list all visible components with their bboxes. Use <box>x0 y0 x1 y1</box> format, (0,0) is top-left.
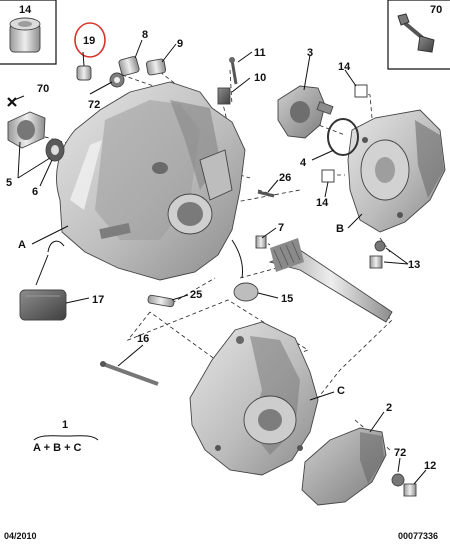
sensor-part-10 <box>217 87 231 105</box>
rod-part-16 <box>100 361 159 386</box>
callout-labels: 14 70 19 8 9 11 3 14 10 70 72 5 6 4 26 1… <box>6 4 442 472</box>
bolt-part-12 <box>403 483 417 497</box>
callout-7: 7 <box>278 222 284 234</box>
callout-16: 16 <box>137 333 149 345</box>
callout-9: 9 <box>177 38 183 50</box>
footer-date: 04/2010 <box>4 531 37 541</box>
bolt-part-13 <box>369 240 386 269</box>
callout-14-low: 14 <box>316 197 329 209</box>
bolt-part-icon <box>397 13 435 53</box>
end-cover-part-2 <box>301 427 387 506</box>
output-shaft-part <box>268 238 393 323</box>
pin-part-11 <box>229 57 238 85</box>
callout-5: 5 <box>6 177 12 189</box>
leader-lines <box>13 39 427 485</box>
callout-A: A <box>18 239 26 251</box>
actuator-part-3 <box>277 85 334 139</box>
plug-part-15 <box>233 282 259 302</box>
gearbox-casing-C <box>189 321 319 476</box>
callout-14-inset: 14 <box>19 4 32 16</box>
seal-part-72-bottom <box>391 473 405 487</box>
highlight-circle <box>74 22 106 58</box>
o-ring-part-4 <box>327 118 359 156</box>
callout-10: 10 <box>254 72 266 84</box>
callout-13: 13 <box>408 259 420 271</box>
plug-part-14-low <box>321 169 335 183</box>
callout-14-top: 14 <box>338 61 351 73</box>
bolt-part-7 <box>255 235 267 249</box>
legend-number: 1 <box>62 419 68 431</box>
plug-part-14-mid <box>354 84 368 98</box>
clutch-housing-A <box>56 81 246 281</box>
callout-70: 70 <box>37 83 49 95</box>
callout-3: 3 <box>307 47 313 59</box>
cable-arc <box>47 240 65 253</box>
callout-17: 17 <box>92 294 104 306</box>
callout-4: 4 <box>300 157 307 169</box>
callout-8: 8 <box>142 29 148 41</box>
legend-formula: A + B + C <box>33 442 82 454</box>
plug-part-19 <box>76 65 92 81</box>
inset-box-left <box>0 0 57 65</box>
seal-part-72-top <box>109 72 125 88</box>
pin-part-25 <box>147 294 175 308</box>
bolt-part-26 <box>257 190 275 198</box>
callout-72-top: 72 <box>88 99 100 111</box>
callout-26: 26 <box>279 172 291 184</box>
inset-box-right <box>387 0 450 70</box>
callout-72-bottom: 72 <box>394 447 406 459</box>
callout-11: 11 <box>254 47 266 59</box>
callout-B: B <box>336 223 344 235</box>
assembly-legend: 1 A + B + C <box>33 419 99 454</box>
callout-C: C <box>337 385 345 397</box>
bushing-part-8 <box>118 56 140 76</box>
callout-6: 6 <box>32 186 38 198</box>
footer-reference: 00077336 <box>398 531 438 541</box>
callout-15: 15 <box>281 293 293 305</box>
rear-housing-B <box>347 109 446 233</box>
bushing-part-icon <box>9 17 41 53</box>
magnet-part-17 <box>19 289 67 321</box>
callout-19: 19 <box>83 35 95 47</box>
callout-25: 25 <box>190 289 202 301</box>
seal-part-5 <box>7 111 46 149</box>
callout-12: 12 <box>424 460 436 472</box>
callout-2: 2 <box>386 402 392 414</box>
callout-70-inset: 70 <box>430 4 442 16</box>
bushing-part-9 <box>145 58 167 76</box>
seal-ring-part-6 <box>45 138 65 162</box>
